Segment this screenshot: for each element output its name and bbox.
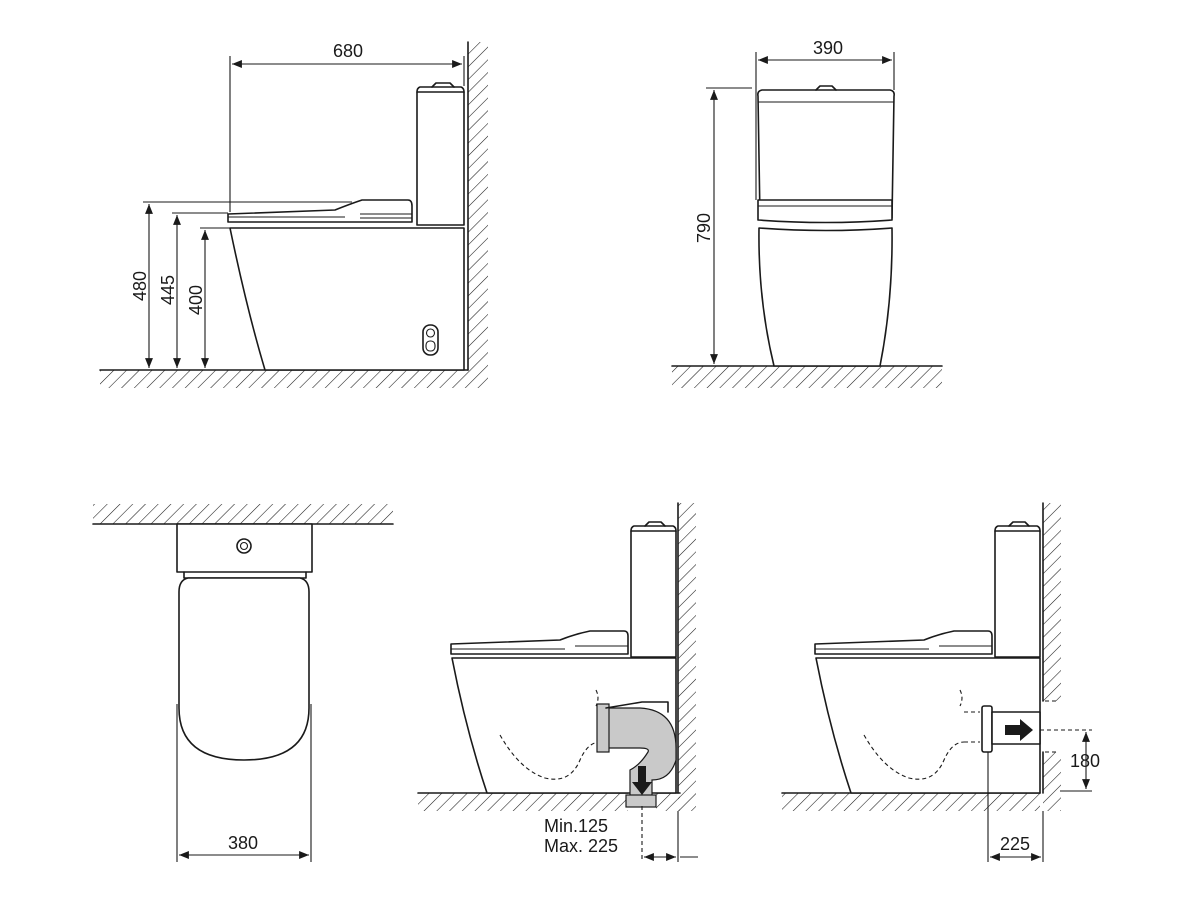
- dim-width-label: 380: [228, 833, 258, 853]
- floor-outlet-view: Min.125 Max. 225: [417, 502, 698, 862]
- cistern: [630, 530, 677, 658]
- front-elevation-view: 390 790: [671, 38, 943, 388]
- cistern-top: [176, 523, 313, 573]
- floor-hatch: [782, 793, 1040, 811]
- wall-hatch: [93, 504, 393, 524]
- cistern: [994, 530, 1041, 658]
- plan-view: 380: [92, 504, 394, 862]
- cistern: [757, 89, 895, 219]
- trapway-hidden: [863, 734, 965, 780]
- floor-hatch: [418, 793, 628, 811]
- outlet-arrow-icon: [632, 766, 652, 795]
- wall-hatch: [468, 42, 488, 388]
- trapway-hidden: [499, 734, 601, 780]
- wall-hatch-lower: [1043, 752, 1061, 811]
- floor-hatch-right: [656, 793, 680, 811]
- dim-480-label: 480: [130, 271, 150, 301]
- floor-hatch: [100, 370, 468, 388]
- floor-hatch: [672, 366, 942, 388]
- cistern: [416, 91, 465, 226]
- dim-min-label: Min.125: [544, 816, 608, 836]
- wall-hatch: [1043, 503, 1061, 701]
- seat-lid: [814, 630, 993, 655]
- dim-height-label: 790: [694, 213, 714, 243]
- seat-lid: [450, 630, 629, 655]
- outlet-arrow-icon: [1005, 719, 1033, 741]
- toilet-bowl: [815, 657, 1041, 794]
- flush-button-icon: [236, 538, 252, 554]
- toilet-bowl: [758, 227, 893, 367]
- side-elevation-view: 680 480 445 400: [99, 41, 488, 388]
- seat-outline: [178, 577, 310, 761]
- dim-445-label: 445: [158, 275, 178, 305]
- dim-offset-label: 225: [1000, 834, 1030, 854]
- dim-width-label: 390: [813, 38, 843, 58]
- dim-height-label: 180: [1070, 751, 1100, 771]
- side-button: [422, 324, 439, 356]
- dim-400-label: 400: [186, 285, 206, 315]
- wall-outlet-view: 180 225: [781, 502, 1100, 862]
- seat: [757, 199, 893, 224]
- toilet-bowl: [229, 227, 465, 371]
- wall-hatch: [678, 503, 696, 811]
- seat-lid: [227, 199, 413, 223]
- dim-depth-label: 680: [333, 41, 363, 61]
- dim-max-label: Max. 225: [544, 836, 618, 856]
- outlet-connector: [981, 705, 993, 753]
- toilet-bowl: [451, 657, 677, 794]
- connector-collar: [596, 703, 610, 753]
